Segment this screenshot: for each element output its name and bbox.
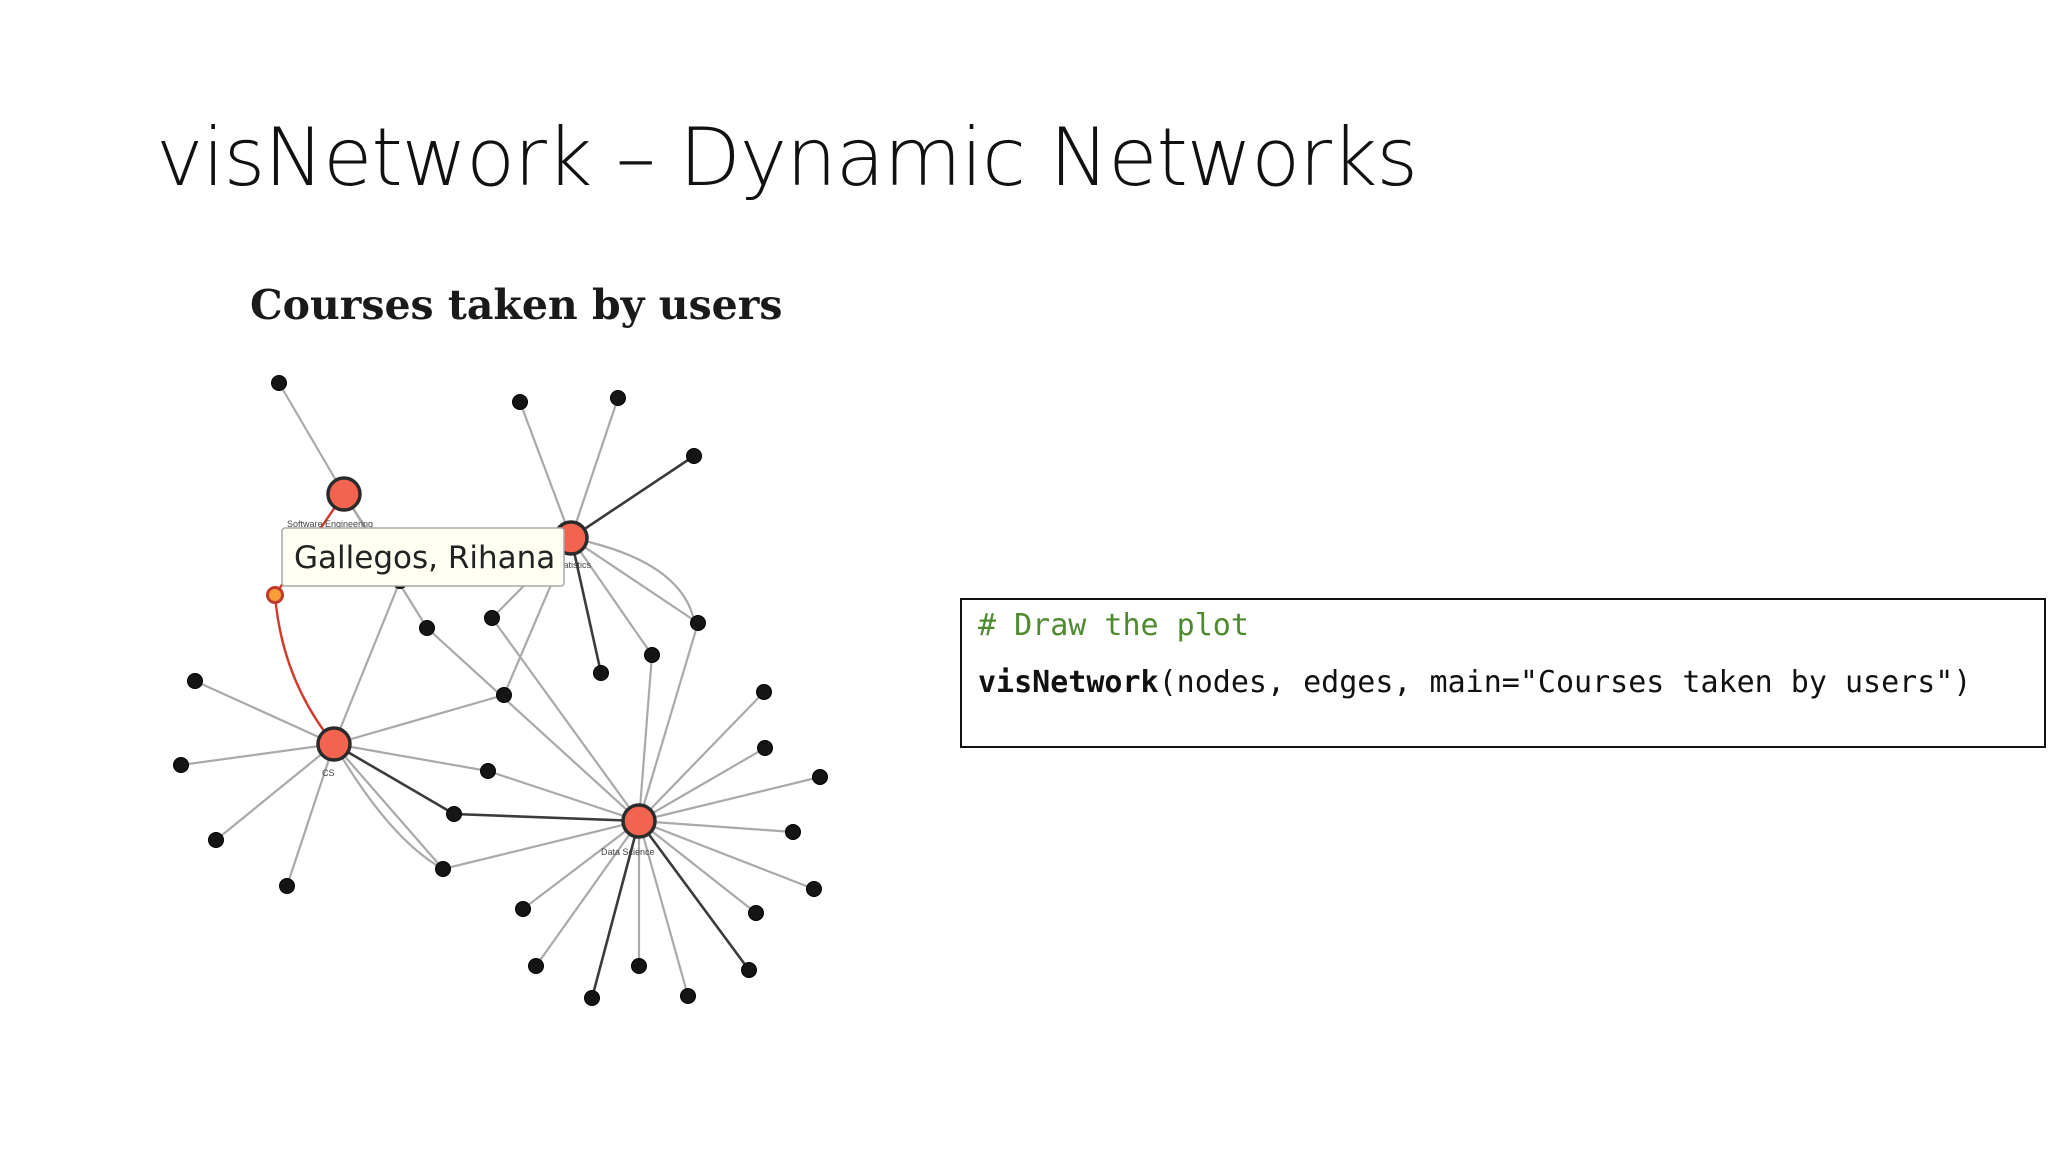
user-node[interactable] bbox=[680, 988, 696, 1004]
edge bbox=[590, 820, 641, 999]
network-title: Courses taken by users bbox=[250, 281, 782, 329]
user-node[interactable] bbox=[806, 881, 822, 897]
code-arguments: (nodes, edges, main="Courses taken by us… bbox=[1158, 665, 1972, 700]
user-node[interactable] bbox=[480, 763, 496, 779]
edge bbox=[332, 580, 402, 745]
user-node[interactable] bbox=[686, 448, 702, 464]
user-node[interactable] bbox=[690, 615, 706, 631]
edge bbox=[426, 627, 640, 822]
user-node[interactable] bbox=[785, 824, 801, 840]
nodes-layer bbox=[173, 375, 828, 1006]
edge bbox=[518, 401, 573, 539]
edges-layer bbox=[180, 382, 821, 999]
edge bbox=[333, 742, 489, 773]
user-node[interactable] bbox=[419, 620, 435, 636]
edge bbox=[570, 454, 695, 540]
user-node[interactable] bbox=[446, 806, 462, 822]
edge bbox=[442, 819, 640, 871]
tooltip-box bbox=[281, 527, 565, 587]
edge bbox=[637, 820, 751, 971]
code-comment: # Draw the plot bbox=[978, 608, 1249, 643]
edge bbox=[570, 537, 699, 624]
edge bbox=[491, 617, 640, 822]
course-node-software[interactable] bbox=[326, 476, 362, 512]
user-node[interactable] bbox=[631, 958, 647, 974]
user-node[interactable] bbox=[173, 757, 189, 773]
edge bbox=[638, 820, 757, 914]
edge bbox=[569, 537, 603, 674]
edge bbox=[638, 775, 821, 823]
edge bbox=[570, 536, 696, 621]
user-node[interactable] bbox=[757, 740, 773, 756]
course-label-data-science: Data Science bbox=[601, 847, 655, 857]
user-node[interactable] bbox=[208, 832, 224, 848]
user-node[interactable] bbox=[584, 990, 600, 1006]
edge bbox=[637, 654, 654, 822]
edge bbox=[487, 769, 640, 823]
user-node[interactable] bbox=[187, 673, 203, 689]
user-node[interactable] bbox=[279, 878, 295, 894]
user-node[interactable] bbox=[528, 958, 544, 974]
edge bbox=[194, 679, 335, 746]
edge bbox=[638, 819, 794, 834]
user-node[interactable] bbox=[812, 769, 828, 785]
course-label-stats: Statistics bbox=[555, 560, 592, 570]
slide-title: visNetwork – Dynamic Networks bbox=[156, 111, 1418, 204]
node-tooltip: Gallegos, Rihana bbox=[281, 527, 565, 587]
edge bbox=[570, 537, 653, 656]
edge bbox=[215, 743, 335, 841]
edge bbox=[453, 812, 640, 823]
tooltip-text: Gallegos, Rihana bbox=[294, 540, 555, 576]
edge bbox=[333, 743, 444, 870]
edge bbox=[569, 397, 620, 539]
edge bbox=[638, 747, 766, 822]
edge bbox=[638, 691, 765, 822]
user-node[interactable] bbox=[741, 962, 757, 978]
edge bbox=[278, 382, 345, 495]
edge bbox=[638, 819, 815, 891]
highlighted-edge bbox=[273, 594, 335, 745]
edge bbox=[333, 742, 455, 816]
user-node[interactable] bbox=[593, 665, 609, 681]
edge bbox=[333, 693, 505, 746]
code-function: visNetwork bbox=[978, 665, 1159, 700]
edge bbox=[522, 820, 640, 910]
edge bbox=[180, 742, 335, 767]
code-line: visNetwork(nodes, edges, main="Courses t… bbox=[978, 665, 1971, 700]
user-node[interactable] bbox=[644, 647, 660, 663]
edge bbox=[285, 743, 336, 887]
user-node[interactable] bbox=[484, 610, 500, 626]
labels-layer: Software Engineering Statistics CS Data … bbox=[287, 519, 655, 857]
user-node[interactable] bbox=[496, 687, 512, 703]
edge bbox=[333, 743, 444, 870]
course-node-data-science[interactable] bbox=[621, 803, 657, 839]
user-node[interactable] bbox=[756, 684, 772, 700]
user-node[interactable] bbox=[271, 375, 287, 391]
course-label-cs: CS bbox=[322, 768, 335, 778]
user-node[interactable] bbox=[515, 901, 531, 917]
edge bbox=[535, 820, 640, 967]
user-node[interactable] bbox=[512, 394, 528, 410]
user-node[interactable] bbox=[610, 390, 626, 406]
code-block: # Draw the plot visNetwork(nodes, edges,… bbox=[960, 598, 2046, 748]
course-node-cs[interactable] bbox=[316, 726, 352, 762]
edge bbox=[637, 820, 690, 997]
course-label-software: Software Engineering bbox=[287, 519, 373, 529]
user-node[interactable] bbox=[748, 905, 764, 921]
edge bbox=[637, 622, 700, 822]
selected-user-node[interactable] bbox=[266, 586, 284, 604]
user-node[interactable] bbox=[435, 861, 451, 877]
